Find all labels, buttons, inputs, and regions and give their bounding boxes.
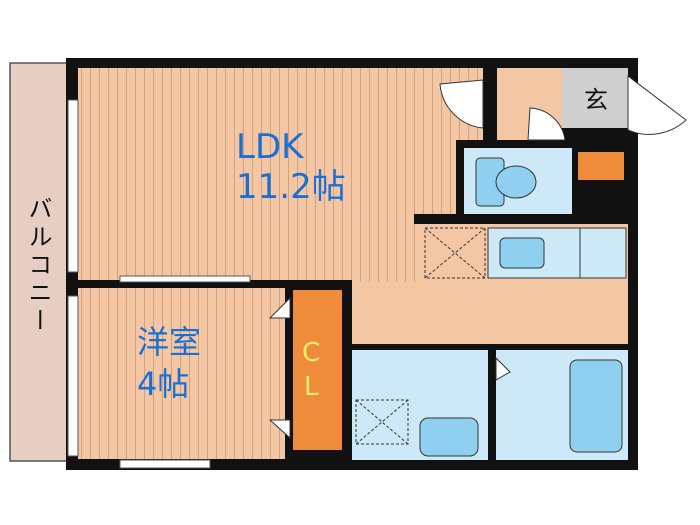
bathtub xyxy=(569,359,623,453)
shoe-box xyxy=(578,152,624,180)
ldk-size: 11.2帖 xyxy=(236,167,346,207)
closet-label-l: L xyxy=(304,372,319,402)
ldk-name: LDK xyxy=(236,127,304,167)
toilet-bowl xyxy=(495,165,537,199)
doors xyxy=(268,74,687,440)
interior-walls xyxy=(78,68,628,460)
ldk-floor-lower xyxy=(352,220,422,282)
western-room-name: 洋室 xyxy=(137,323,202,361)
closet xyxy=(293,290,342,450)
hall-floor xyxy=(352,282,628,344)
balcony-label: バルコニー xyxy=(24,196,52,336)
entrance-floor xyxy=(562,68,628,128)
western-room-size: 4帖 xyxy=(137,365,190,403)
western-room-floor xyxy=(78,288,285,459)
entrance-label: 玄 xyxy=(584,86,608,114)
washbasin xyxy=(419,417,479,457)
windows xyxy=(67,99,251,469)
closet-label-c: C xyxy=(302,338,321,368)
balcony xyxy=(9,62,71,462)
kitchen-sink xyxy=(499,237,545,269)
